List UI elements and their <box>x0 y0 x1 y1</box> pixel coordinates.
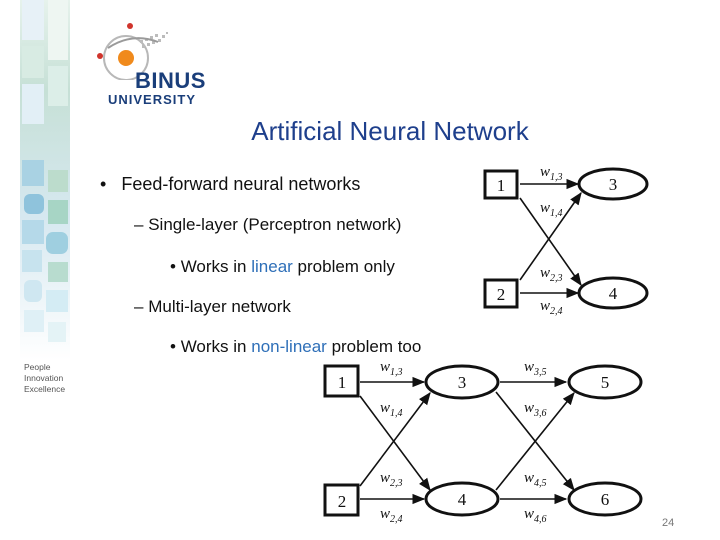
weight-subscript: 2,3 <box>390 478 403 489</box>
weight-symbol: w <box>540 164 550 180</box>
node-label: 4 <box>609 284 618 303</box>
edge-1-4 <box>519 197 582 287</box>
weight-subscript: 1,3 <box>550 172 563 183</box>
weight-label: w3,5 <box>524 359 547 378</box>
weight-label: w1,4 <box>540 200 563 219</box>
weight-label: w1,3 <box>540 164 563 183</box>
bullet-text: Single-layer (Perceptron network) <box>148 215 402 234</box>
node-1 <box>323 364 360 398</box>
node-2 <box>323 483 360 517</box>
weight-subscript: 1,4 <box>390 408 403 419</box>
slide-title: Artificial Neural Network <box>251 116 529 146</box>
bullet-text-pre: Works in <box>180 337 252 356</box>
tagline-line: People <box>24 362 51 372</box>
edge-4-5 <box>495 392 575 491</box>
weight-symbol: w <box>524 470 534 486</box>
weight-subscript: 3,5 <box>533 367 547 378</box>
weight-symbol: w <box>380 400 390 416</box>
weight-label: w2,4 <box>540 298 563 317</box>
bullet-text-post: problem too <box>326 337 422 356</box>
weight-label: w4,5 <box>524 470 547 489</box>
weight-label: w4,6 <box>524 506 547 525</box>
logo-icon <box>97 23 168 80</box>
weight-subscript: 2,4 <box>550 306 563 317</box>
bullet-text-post: problem only <box>292 257 395 276</box>
node-label: 4 <box>458 490 467 509</box>
bullet-marker: • <box>100 174 107 194</box>
weight-subscript: 4,6 <box>534 514 547 525</box>
node-2 <box>483 278 519 309</box>
bullet-marker: • <box>170 337 176 356</box>
single-layer-network: 1 2 3 4 w1,3 w1,4 w2,3 w2,4 <box>483 164 649 317</box>
node-1 <box>483 169 519 200</box>
tagline: People Innovation Excellence <box>24 362 65 395</box>
svg-text:w2,4: w2,4 <box>540 298 563 317</box>
sidebar-decoration <box>0 0 70 540</box>
bullet-text: Feed-forward neural networks <box>121 174 361 194</box>
node-label: 3 <box>458 373 467 392</box>
weight-symbol: w <box>524 506 534 522</box>
weight-label: w3,6 <box>524 400 547 419</box>
page-number: 24 <box>662 517 675 529</box>
weight-symbol: w <box>540 298 550 314</box>
logo-subtitle: UNIVERSITY <box>108 92 197 107</box>
weight-label: w2,3 <box>540 265 563 284</box>
weight-symbol: w <box>380 470 390 486</box>
svg-text:w1,3: w1,3 <box>540 164 563 183</box>
bullet-marker: • <box>170 257 176 276</box>
tagline-line: Innovation <box>24 373 64 383</box>
node-4 <box>577 276 649 310</box>
svg-text:w1,4: w1,4 <box>540 200 563 219</box>
node-5 <box>567 364 643 400</box>
svg-text:w2,3: w2,3 <box>540 265 563 284</box>
weight-subscript: 2,3 <box>550 273 563 284</box>
weight-symbol: w <box>524 359 534 375</box>
weight-symbol: w <box>540 200 550 216</box>
bullet-level-3: • Works in linear problem only <box>170 257 395 277</box>
weight-label: w2,4 <box>380 506 403 525</box>
edge-2-3 <box>359 391 431 487</box>
bullet-text-pre: Works in <box>180 257 252 276</box>
weight-label: w1,3 <box>380 359 403 378</box>
node-label: 1 <box>338 373 347 392</box>
bullet-level-2: – Single-layer (Perceptron network) <box>134 215 401 235</box>
weight-label: w2,3 <box>380 470 403 489</box>
bullet-level-3: • Works in non-linear problem too <box>170 337 421 357</box>
bullet-level-1: • Feed-forward neural networks <box>100 174 360 195</box>
bullet-marker: – <box>134 215 144 234</box>
tagline-line: Excellence <box>24 384 66 394</box>
weight-subscript: 3,6 <box>533 408 547 419</box>
node-label: 2 <box>338 492 347 511</box>
weight-subscript: 2,4 <box>390 514 403 525</box>
weight-symbol: w <box>524 400 534 416</box>
bullet-highlight: linear <box>251 257 293 276</box>
node-label: 1 <box>497 176 506 195</box>
node-label: 2 <box>497 285 506 304</box>
weight-subscript: 1,4 <box>550 208 563 219</box>
weight-symbol: w <box>540 265 550 281</box>
weight-symbol: w <box>380 359 390 375</box>
node-label: 5 <box>601 373 610 392</box>
node-4 <box>424 481 500 517</box>
weight-label: w1,4 <box>380 400 403 419</box>
node-label: 3 <box>609 175 618 194</box>
node-6 <box>567 481 643 517</box>
node-3 <box>424 364 500 400</box>
node-label: 6 <box>601 490 610 509</box>
weight-symbol: w <box>380 506 390 522</box>
weight-subscript: 4,5 <box>534 478 547 489</box>
logo-wordmark: BINUS <box>135 68 206 93</box>
node-3 <box>577 167 649 201</box>
edge-1-4 <box>359 395 431 492</box>
bullet-text: Multi-layer network <box>148 297 291 316</box>
bullet-marker: – <box>134 297 144 316</box>
bullet-level-2: – Multi-layer network <box>134 297 291 317</box>
edge-2-3 <box>519 191 582 281</box>
multi-layer-network: 1 2 3 4 5 6 w1,3 w1,4 w2,3 w2,4 w3,5 w3,… <box>323 359 643 525</box>
weight-subscript: 1,3 <box>390 367 403 378</box>
bullet-highlight: non-linear <box>251 337 327 356</box>
